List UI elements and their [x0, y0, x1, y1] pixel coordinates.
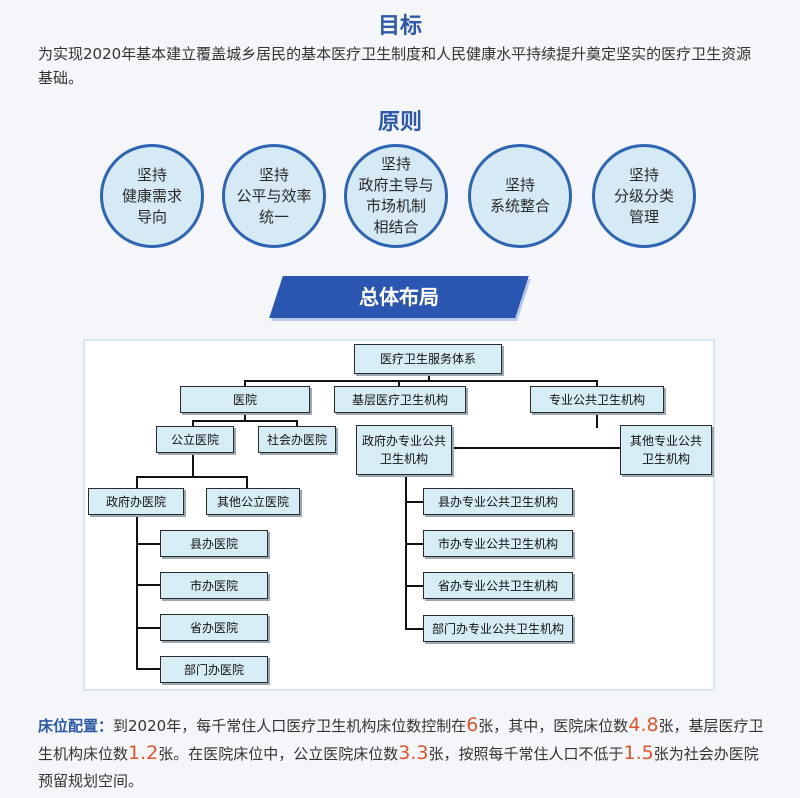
connector-line [596, 380, 598, 388]
connector-line [192, 420, 194, 428]
node-other-public-hospital: 其他公立医院 [206, 488, 300, 515]
node-public-health: 专业公共卫生机构 [530, 386, 664, 413]
connector-line [296, 420, 298, 428]
connector-line [136, 543, 160, 545]
connector-line [136, 512, 138, 670]
bed-allocation-text: 床位配置：到2020年，每千常住人口医疗卫生机构床位数控制在6张，其中，医院床位… [38, 712, 768, 795]
bed-number: 1.2 [128, 742, 159, 764]
connector-line [136, 476, 248, 478]
principle-circle: 坚持 系统整合 [468, 144, 572, 248]
bed-text: 张为社会办医院预留规划空间。 [38, 745, 759, 790]
node-service-system: 医疗卫生服务体系 [354, 344, 502, 374]
connector-line [136, 668, 160, 670]
node-province-hospital: 省办医院 [160, 614, 268, 641]
goal-text: 为实现2020年基本建立覆盖城乡居民的基本医疗卫生制度和人民健康水平持续提升奠定… [38, 45, 752, 87]
connector-line [136, 584, 160, 586]
principle-circle: 坚持 健康需求 导向 [100, 144, 204, 248]
node-city-hospital: 市办医院 [160, 572, 268, 599]
bed-text: 张。在医院床位中，公立医院床位数 [158, 745, 399, 763]
connector-line [192, 452, 194, 478]
principle-text: 坚持 健康需求 导向 [121, 165, 182, 226]
node-gov-public-health: 政府办专业公共 卫生机构 [356, 425, 452, 475]
connector-line [244, 380, 246, 388]
bed-number: 6 [466, 714, 479, 736]
connector-line [405, 543, 423, 545]
principle-text: 坚持 分级分类 管理 [613, 165, 674, 226]
bed-label: 床位配置： [38, 717, 114, 735]
principle-circle: 坚持 政府主导与 市场机制 相结合 [344, 144, 448, 248]
principle-text: 坚持 政府主导与 市场机制 相结合 [358, 155, 434, 236]
node-social-hospital: 社会办医院 [258, 426, 336, 453]
bed-number: 3.3 [398, 742, 429, 764]
node-grassroots: 基层医疗卫生机构 [334, 386, 466, 413]
connector-line [398, 380, 400, 388]
node-public-hospital: 公立医院 [156, 426, 234, 453]
connector-line [244, 380, 598, 382]
node-dept-public-health: 部门办专业公共卫生机构 [423, 615, 573, 642]
connector-line [136, 476, 138, 488]
principles-title: 原则 [377, 110, 422, 135]
principle-circle: 坚持 分级分类 管理 [592, 144, 696, 248]
connector-line [192, 420, 298, 422]
connector-line [246, 476, 248, 488]
connector-line [405, 474, 407, 630]
bed-number: 4.8 [628, 714, 659, 736]
node-county-hospital: 县办医院 [160, 530, 268, 557]
connector-line [428, 373, 430, 382]
connector-line [405, 585, 423, 587]
principle-text: 坚持 公平与效率 统一 [236, 165, 312, 226]
bed-text: 张，按照每千常住人口不低于 [428, 745, 624, 763]
layout-title: 总体布局 [359, 285, 439, 309]
node-hospital: 医院 [180, 386, 310, 413]
connector-line [136, 627, 160, 629]
node-dept-hospital: 部门办医院 [160, 656, 268, 683]
node-county-public-health: 县办专业公共卫生机构 [423, 488, 573, 515]
node-city-public-health: 市办专业公共卫生机构 [423, 530, 573, 557]
goal-title: 目标 [377, 14, 422, 39]
connector-line [596, 412, 598, 428]
bed-number: 1.5 [623, 742, 654, 764]
connector-line [405, 501, 423, 503]
bed-text: 张，其中，医院床位数 [478, 717, 629, 735]
node-gov-hospital: 政府办医院 [88, 488, 184, 515]
node-other-public-health: 其他专业公共 卫生机构 [620, 425, 712, 475]
connector-line [244, 412, 246, 422]
principle-text: 坚持 系统整合 [489, 176, 550, 215]
bed-text: 张，基层医疗卫生机构床位数 [38, 717, 764, 763]
connector-line [405, 628, 423, 630]
bed-text: 到2020年，每千常住人口医疗卫生机构床位数控制在 [113, 717, 467, 735]
node-province-public-health: 省办专业公共卫生机构 [423, 572, 573, 599]
connector-line [452, 447, 621, 449]
principle-circle: 坚持 公平与效率 统一 [222, 144, 326, 248]
